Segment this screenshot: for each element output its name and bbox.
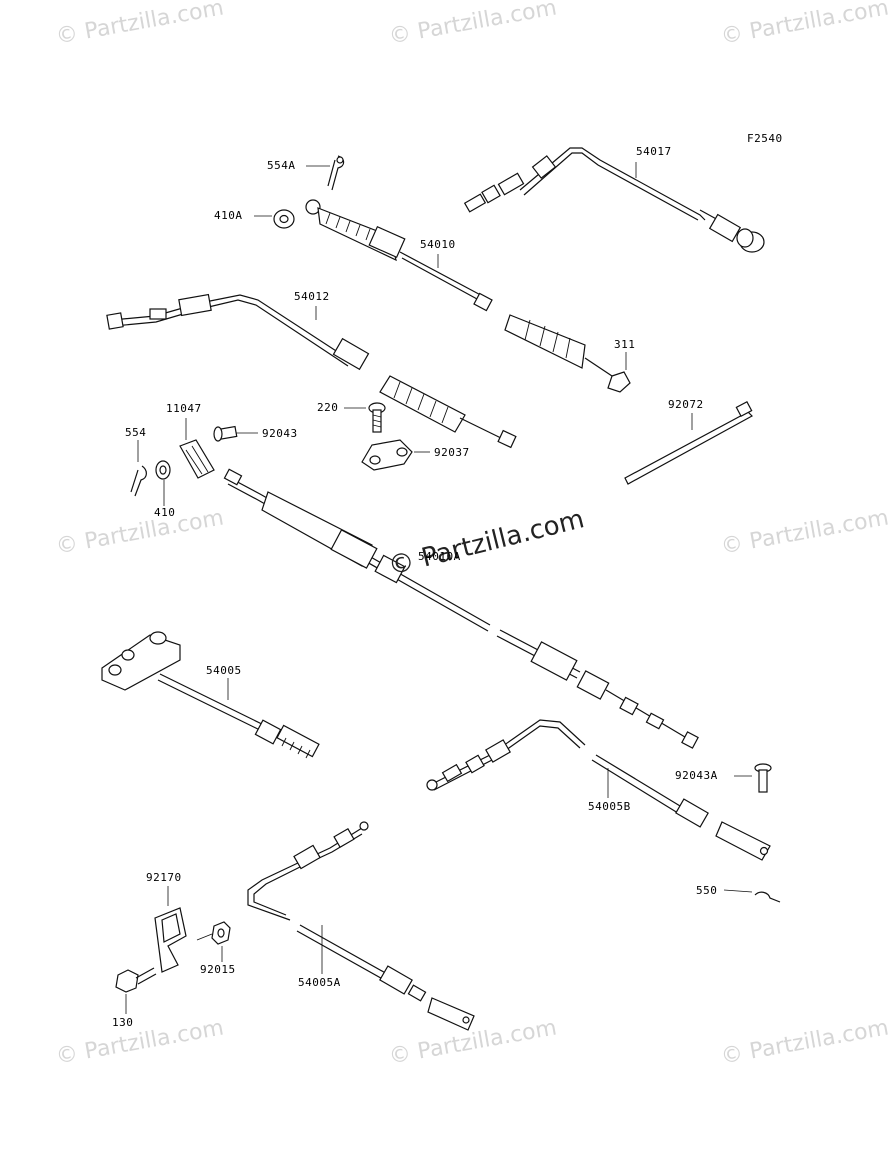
leader-lines [125, 162, 753, 1014]
part-label-130[interactable]: 130 [112, 1016, 134, 1029]
bracket-92170 [154, 907, 187, 973]
cable-54005B [426, 719, 771, 861]
part-label-92043A[interactable]: 92043A [675, 769, 718, 782]
pin-550 [754, 891, 781, 903]
part-label-54017[interactable]: 54017 [636, 145, 672, 158]
diagram-id-label: F2540 [747, 132, 783, 145]
cable-54005A [247, 821, 475, 1031]
cable-54010 [305, 199, 631, 393]
part-label-92043[interactable]: 92043 [262, 427, 298, 440]
cable-54005 [101, 631, 320, 759]
part-label-54005A[interactable]: 54005A [298, 976, 341, 989]
part-label-550[interactable]: 550 [696, 884, 718, 897]
cable-54010A [223, 468, 699, 749]
part-label-54010[interactable]: 54010 [420, 238, 456, 251]
part-label-54010A[interactable]: 54010A [418, 550, 461, 563]
part-label-92015[interactable]: 92015 [200, 963, 236, 976]
part-label-92170[interactable]: 92170 [146, 871, 182, 884]
screw-220 [368, 402, 386, 433]
washer-410A [273, 209, 295, 229]
part-label-220[interactable]: 220 [317, 401, 339, 414]
pin-554A [327, 155, 345, 191]
part-label-554[interactable]: 554 [125, 426, 147, 439]
part-label-410[interactable]: 410 [154, 506, 176, 519]
washer-410 [155, 460, 171, 480]
part-label-554A[interactable]: 554A [267, 159, 296, 172]
part-label-11047[interactable]: 11047 [166, 402, 202, 415]
pin-92043 [213, 425, 238, 442]
part-label-410A[interactable]: 410A [214, 209, 243, 222]
part-label-311[interactable]: 311 [614, 338, 636, 351]
bolt-130 [115, 967, 157, 993]
part-label-54012[interactable]: 54012 [294, 290, 330, 303]
pin-92043A [754, 763, 772, 793]
tie-strap-92072 [624, 400, 753, 485]
pin-554 [130, 465, 147, 497]
cable-54012 [106, 293, 517, 449]
part-label-92037[interactable]: 92037 [434, 446, 470, 459]
nut-92015 [211, 921, 231, 945]
part-label-54005B[interactable]: 54005B [588, 800, 631, 813]
part-label-54005[interactable]: 54005 [206, 664, 242, 677]
clamp-92037 [361, 439, 413, 471]
part-label-92072[interactable]: 92072 [668, 398, 704, 411]
cable-54017 [463, 147, 765, 253]
bracket-11047 [179, 439, 215, 479]
